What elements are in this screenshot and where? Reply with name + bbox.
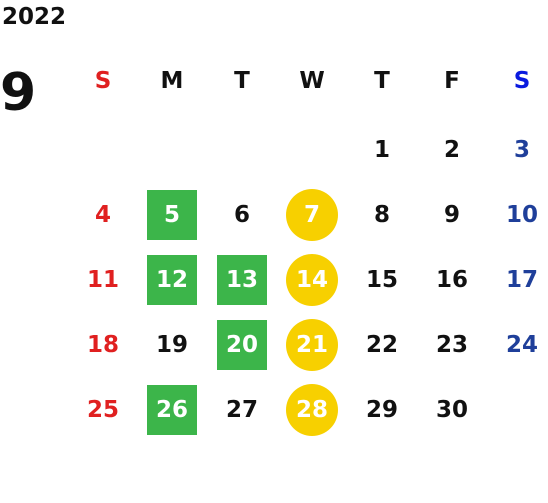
- day-cell-24[interactable]: 24: [492, 320, 548, 370]
- yellow-circle-marker: [286, 319, 338, 371]
- day-number: 24: [505, 332, 538, 358]
- day-cell-13[interactable]: 13: [212, 255, 272, 305]
- day-number: 29: [365, 397, 398, 423]
- day-number: 18: [86, 332, 119, 358]
- day-cell-29[interactable]: 29: [352, 385, 412, 435]
- weekday-header-4: T: [352, 56, 412, 106]
- day-cell-2[interactable]: 2: [422, 125, 482, 175]
- day-number: 15: [365, 267, 398, 293]
- day-cell-19[interactable]: 19: [142, 320, 202, 370]
- day-number: 21: [295, 332, 328, 358]
- day-number: 27: [225, 397, 258, 423]
- weekday-label: M: [160, 68, 184, 94]
- day-cell-25[interactable]: 25: [73, 385, 133, 435]
- day-number: 11: [86, 267, 119, 293]
- day-cell-6[interactable]: 6: [212, 190, 272, 240]
- green-square-marker: [147, 190, 197, 240]
- weekday-header-5: F: [422, 56, 482, 106]
- year-label: 2022: [2, 4, 67, 30]
- weekday-label: S: [513, 68, 531, 94]
- day-cell-7[interactable]: 7: [282, 189, 342, 241]
- day-cell-14[interactable]: 14: [282, 254, 342, 306]
- day-cell-8[interactable]: 8: [352, 190, 412, 240]
- green-square-marker: [217, 320, 267, 370]
- day-number: 12: [155, 267, 188, 293]
- day-number: 30: [435, 397, 468, 423]
- weekday-header-6: S: [492, 56, 548, 106]
- day-number: 6: [233, 202, 250, 228]
- weekday-header-0: S: [73, 56, 133, 106]
- day-cell-11[interactable]: 11: [73, 255, 133, 305]
- day-number: 13: [225, 267, 258, 293]
- day-cell-1[interactable]: 1: [352, 125, 412, 175]
- weekday-label: W: [299, 68, 325, 94]
- day-number: 1: [373, 137, 390, 163]
- weekday-label: S: [94, 68, 112, 94]
- day-cell-27[interactable]: 27: [212, 385, 272, 435]
- day-cell-17[interactable]: 17: [492, 255, 548, 305]
- weekday-header-3: W: [282, 56, 342, 106]
- day-number: 20: [225, 332, 258, 358]
- yellow-circle-marker: [286, 254, 338, 306]
- day-number: 2: [443, 137, 460, 163]
- day-cell-12[interactable]: 12: [142, 255, 202, 305]
- day-cell-22[interactable]: 22: [352, 320, 412, 370]
- day-cell-23[interactable]: 23: [422, 320, 482, 370]
- day-cell-15[interactable]: 15: [352, 255, 412, 305]
- day-number: 10: [505, 202, 538, 228]
- day-cell-30[interactable]: 30: [422, 385, 482, 435]
- yellow-circle-marker: [286, 384, 338, 436]
- green-square-marker: [217, 255, 267, 305]
- day-number: 25: [86, 397, 119, 423]
- day-number: 19: [155, 332, 188, 358]
- day-cell-18[interactable]: 18: [73, 320, 133, 370]
- day-number: 16: [435, 267, 468, 293]
- day-number: 17: [505, 267, 538, 293]
- day-cell-10[interactable]: 10: [492, 190, 548, 240]
- weekday-header-2: T: [212, 56, 272, 106]
- day-number: 8: [373, 202, 390, 228]
- day-number: 23: [435, 332, 468, 358]
- day-cell-3[interactable]: 3: [492, 125, 548, 175]
- day-number: 7: [303, 202, 320, 228]
- day-number: 22: [365, 332, 398, 358]
- weekday-header-1: M: [142, 56, 202, 106]
- month-number: 9: [0, 63, 37, 123]
- day-cell-16[interactable]: 16: [422, 255, 482, 305]
- day-cell-9[interactable]: 9: [422, 190, 482, 240]
- day-cell-20[interactable]: 20: [212, 320, 272, 370]
- day-number: 26: [155, 397, 188, 423]
- day-number: 14: [295, 267, 328, 293]
- yellow-circle-marker: [286, 189, 338, 241]
- green-square-marker: [147, 385, 197, 435]
- day-number: 3: [513, 137, 530, 163]
- day-number: 28: [295, 397, 328, 423]
- green-square-marker: [147, 255, 197, 305]
- day-number: 9: [443, 202, 460, 228]
- day-cell-21[interactable]: 21: [282, 319, 342, 371]
- day-cell-28[interactable]: 28: [282, 384, 342, 436]
- day-cell-4[interactable]: 4: [73, 190, 133, 240]
- weekday-label: T: [374, 68, 390, 94]
- weekday-label: T: [234, 68, 250, 94]
- weekday-label: F: [444, 68, 460, 94]
- day-cell-5[interactable]: 5: [142, 190, 202, 240]
- day-cell-26[interactable]: 26: [142, 385, 202, 435]
- day-number: 5: [163, 202, 180, 228]
- day-number: 4: [94, 202, 111, 228]
